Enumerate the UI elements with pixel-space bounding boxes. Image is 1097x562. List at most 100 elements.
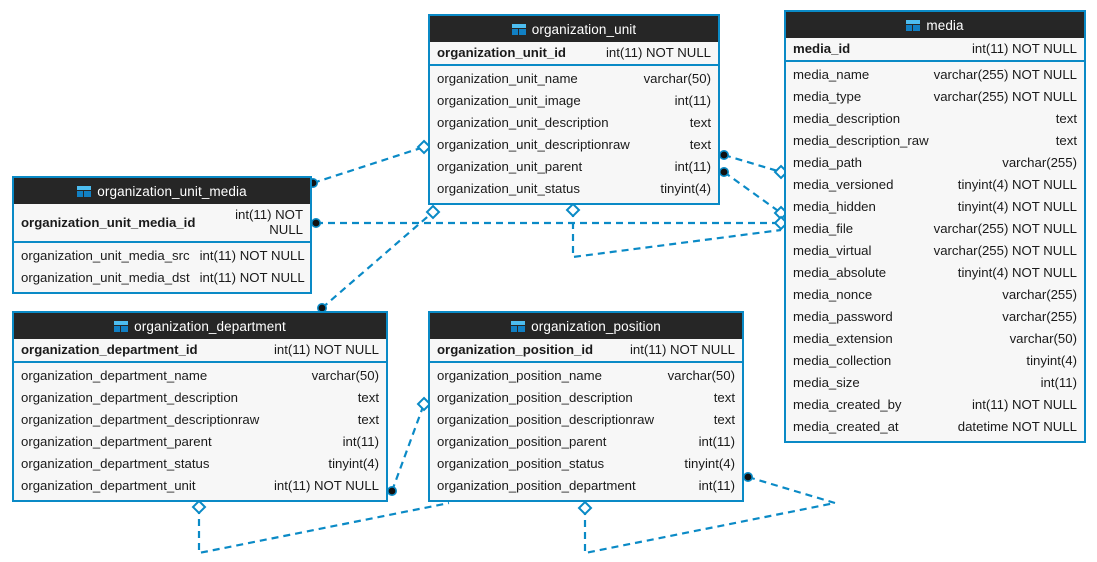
table-header-organization_department[interactable]: organization_department (14, 313, 386, 339)
table-title: organization_unit_media (97, 183, 247, 199)
relationship-unit-to-media-parent (718, 167, 789, 221)
table-title: organization_department (134, 318, 286, 334)
column-type: text (689, 137, 711, 152)
column-type: varchar(255) (1002, 309, 1077, 324)
column-type: text (713, 412, 735, 427)
column-name: organization_unit_descriptionraw (437, 137, 630, 152)
column-type: text (689, 115, 711, 130)
column-type: varchar(50) (1009, 331, 1077, 346)
column-row[interactable]: organization_unit_status tinyint(4) (430, 178, 718, 200)
column-row[interactable]: media_absolute tinyint(4) NOT NULL (786, 262, 1084, 284)
table-icon (511, 23, 526, 35)
column-type: int(11) NOT NULL (235, 207, 303, 237)
column-type: tinyint(4) (684, 456, 735, 471)
column-type: varchar(255) NOT NULL (933, 221, 1077, 236)
column-name: organization_position_name (437, 368, 602, 383)
column-row[interactable]: organization_unit_description text (430, 112, 718, 134)
column-name: organization_position_description (437, 390, 633, 405)
column-type: int(11) NOT NULL (273, 478, 379, 493)
column-name: organization_unit_parent (437, 159, 583, 174)
table-organization_department[interactable]: organization_department organization_depa… (12, 311, 388, 502)
column-row[interactable]: media_hidden tinyint(4) NOT NULL (786, 196, 1084, 218)
table-header-organization_unit_media[interactable]: organization_unit_media (14, 178, 310, 204)
table-organization_unit_media[interactable]: organization_unit_media organization_unit… (12, 176, 312, 294)
column-name: media_password (793, 309, 893, 324)
column-type: tinyint(4) NOT NULL (957, 199, 1077, 214)
table-header-media[interactable]: media (786, 12, 1084, 38)
column-row[interactable]: media_nonce varchar(255) (786, 284, 1084, 306)
column-row[interactable]: media_password varchar(255) (786, 306, 1084, 328)
table-header-organization_unit[interactable]: organization_unit (430, 16, 718, 42)
column-name: organization_position_department (437, 478, 636, 493)
relationship-unit-self-parent (565, 202, 782, 259)
relationship-position-self-parent (577, 500, 836, 555)
column-type: tinyint(4) NOT NULL (957, 265, 1077, 280)
column-type: text (1055, 111, 1077, 126)
relationship-position-to-department (742, 471, 836, 505)
column-name: organization_unit_image (437, 93, 581, 108)
table-title: media (926, 17, 964, 33)
column-type: varchar(50) (311, 368, 379, 383)
column-name: organization_unit_status (437, 181, 580, 196)
table-header-organization_position[interactable]: organization_position (430, 313, 742, 339)
column-row[interactable]: organization_unit_descriptionraw text (430, 134, 718, 156)
column-name: organization_unit_description (437, 115, 609, 130)
column-type: tinyint(4) NOT NULL (957, 177, 1077, 192)
column-name: media_created_at (793, 419, 899, 434)
column-name: media_absolute (793, 265, 887, 280)
column-type: int(11) (1040, 375, 1077, 390)
column-type: text (713, 390, 735, 405)
column-type: varchar(255) (1002, 287, 1077, 302)
column-row[interactable]: organization_unit_name varchar(50) (430, 68, 718, 90)
column-name: organization_unit_name (437, 71, 578, 86)
column-name: media_hidden (793, 199, 876, 214)
relationship-department-self-parent (191, 499, 450, 555)
column-type: varchar(50) (667, 368, 735, 383)
table-icon (114, 320, 129, 332)
column-row[interactable]: organization_position_description text (430, 387, 742, 409)
column-name: media_nonce (793, 287, 873, 302)
column-type: int(11) NOT NULL (605, 45, 711, 60)
column-type: int(11) (698, 478, 735, 493)
column-type: tinyint(4) (660, 181, 711, 196)
column-type: varchar(50) (643, 71, 711, 86)
column-row[interactable]: organization_position_name varchar(50) (430, 365, 742, 387)
column-row[interactable]: organization_position_department int(11) (430, 475, 742, 497)
